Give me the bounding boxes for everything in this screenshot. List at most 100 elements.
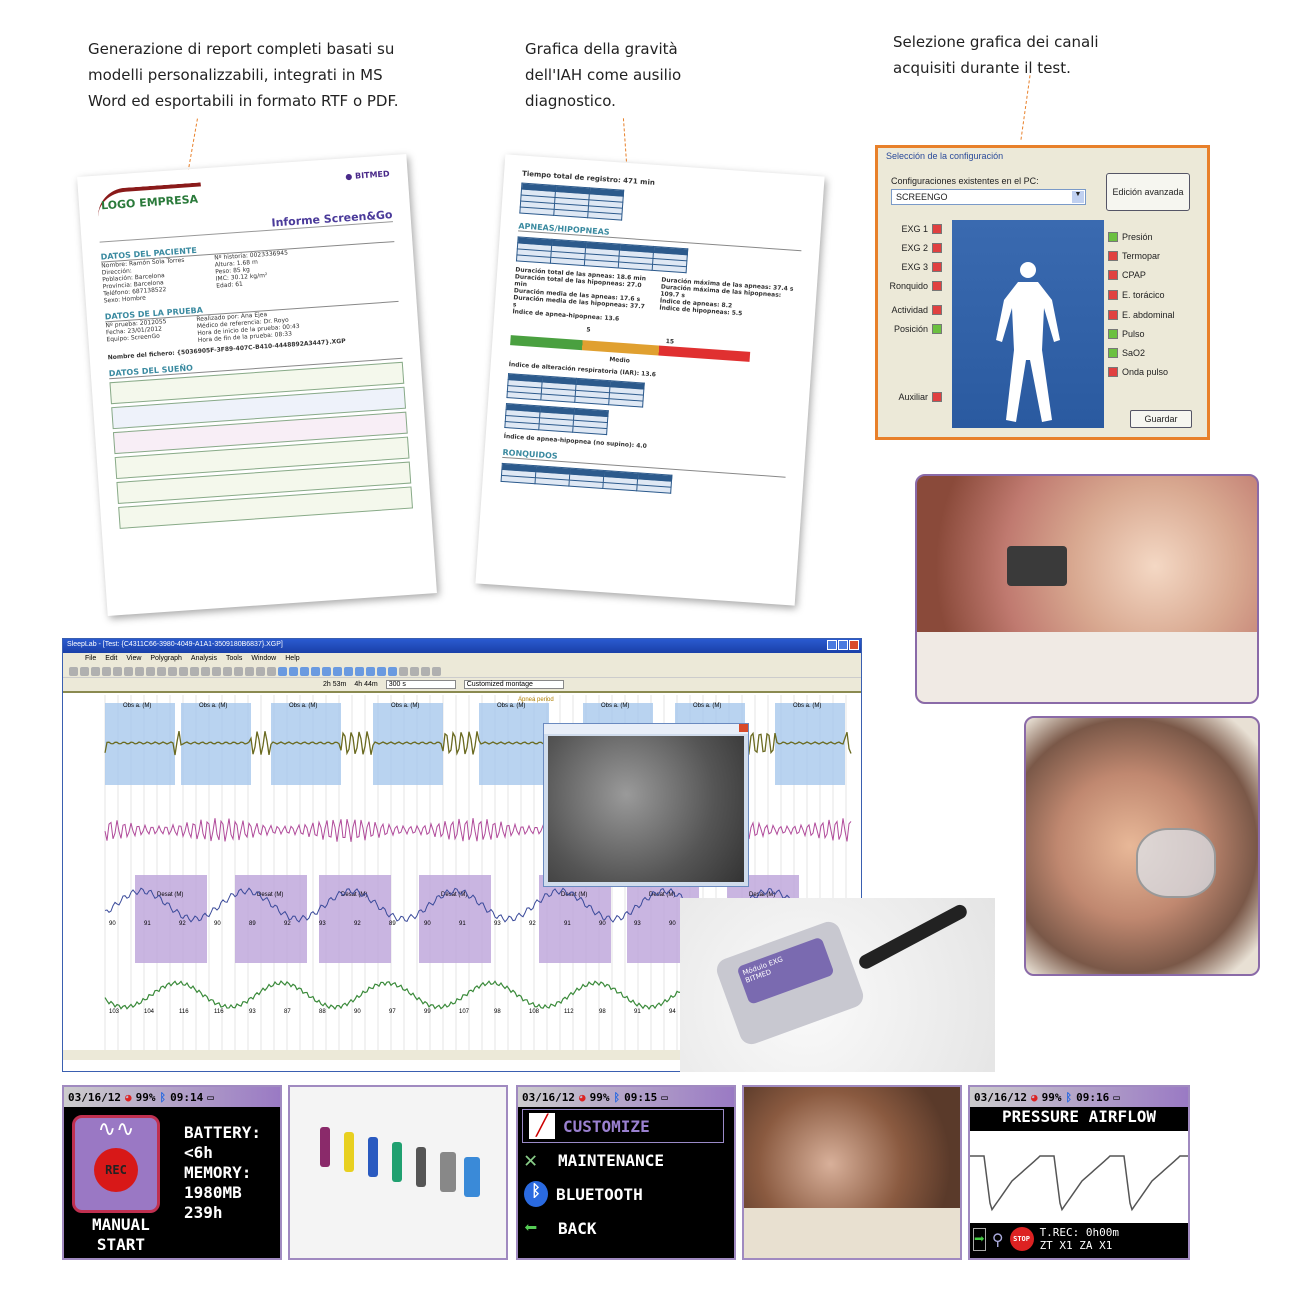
toolbar-button[interactable] — [377, 667, 386, 676]
toggle-indicator[interactable] — [932, 243, 942, 253]
channel-exg-3[interactable]: EXG 3 — [901, 262, 942, 272]
toolbar-button[interactable] — [113, 667, 122, 676]
toggle-indicator[interactable] — [1108, 251, 1118, 261]
channel-termopar[interactable]: Termopar — [1108, 251, 1160, 261]
toggle-indicator[interactable] — [1108, 232, 1118, 242]
toolbar-button[interactable] — [355, 667, 364, 676]
toolbar-button[interactable] — [80, 667, 89, 676]
toolbar-button[interactable] — [190, 667, 199, 676]
menu-item[interactable]: View — [126, 655, 142, 662]
toggle-indicator[interactable] — [932, 281, 942, 291]
toolbar-button[interactable] — [124, 667, 133, 676]
desaturation-event[interactable] — [419, 875, 491, 963]
montage-select[interactable]: Customized montage — [463, 680, 564, 689]
desaturation-event[interactable] — [319, 875, 391, 963]
apnea-event[interactable] — [373, 703, 443, 785]
toolbar-button[interactable] — [168, 667, 177, 676]
manual-start-button[interactable]: ∿∿ REC — [72, 1115, 160, 1213]
minimize-button[interactable] — [827, 640, 837, 650]
close-button[interactable] — [849, 640, 859, 650]
channel-e-abdominal[interactable]: E. abdominal — [1108, 310, 1175, 320]
toolbar-button[interactable] — [322, 667, 331, 676]
menu-item-customize[interactable]: ╱CUSTOMIZE — [522, 1109, 724, 1143]
desaturation-event[interactable] — [539, 875, 611, 963]
toggle-indicator[interactable] — [1108, 367, 1118, 377]
apnea-event[interactable] — [271, 703, 341, 785]
toggle-indicator[interactable] — [1108, 310, 1118, 320]
channel-exg-1[interactable]: EXG 1 — [901, 224, 942, 234]
toggle-indicator[interactable] — [932, 224, 942, 234]
channel-actividad[interactable]: Actividad — [891, 305, 942, 315]
toggle-indicator[interactable] — [932, 305, 942, 315]
toolbar-button[interactable] — [421, 667, 430, 676]
channel-posici-n[interactable]: Posición — [894, 324, 942, 334]
toolbar-button[interactable] — [344, 667, 353, 676]
stop-button[interactable]: STOP — [1009, 1227, 1034, 1251]
arrow-right-button[interactable]: ➡ — [973, 1227, 986, 1251]
toggle-indicator[interactable] — [932, 262, 942, 272]
toolbar-button[interactable] — [366, 667, 375, 676]
toolbar-button[interactable] — [135, 667, 144, 676]
toolbar-button[interactable] — [399, 667, 408, 676]
menu-item[interactable]: Polygraph — [150, 655, 182, 662]
toolbar-button[interactable] — [410, 667, 419, 676]
toggle-indicator[interactable] — [1108, 329, 1118, 339]
maximize-button[interactable] — [838, 640, 848, 650]
battery-percent: 99% — [1041, 1090, 1062, 1104]
toggle-indicator[interactable] — [1108, 290, 1118, 300]
save-button[interactable]: Guardar — [1130, 410, 1192, 428]
toolbar-button[interactable] — [234, 667, 243, 676]
channel-e-tor-cico[interactable]: E. torácico — [1108, 290, 1165, 300]
config-select[interactable]: SCREENGO▼ — [891, 189, 1086, 205]
toggle-indicator[interactable] — [932, 324, 942, 334]
toolbar-button[interactable] — [245, 667, 254, 676]
channel-presi-n[interactable]: Presión — [1108, 232, 1153, 242]
toolbar-button[interactable] — [256, 667, 265, 676]
channel-onda-pulso[interactable]: Onda pulso — [1108, 367, 1168, 377]
channel-sao2[interactable]: SaO2 — [1108, 348, 1145, 358]
toggle-indicator[interactable] — [1108, 348, 1118, 358]
toolbar-button[interactable] — [223, 667, 232, 676]
toolbar-button[interactable] — [432, 667, 441, 676]
menu-item[interactable]: Analysis — [190, 655, 217, 662]
toolbar-button[interactable] — [388, 667, 397, 676]
toolbar-button[interactable] — [311, 667, 320, 676]
toolbar-button[interactable] — [278, 667, 287, 676]
timeline-scrollbar[interactable] — [63, 1050, 861, 1060]
chevron-down-icon[interactable]: ▼ — [1072, 191, 1084, 203]
toolbar-button[interactable] — [91, 667, 100, 676]
toolbar-button[interactable] — [179, 667, 188, 676]
toolbar-button[interactable] — [69, 667, 78, 676]
menu-item[interactable]: Edit — [105, 655, 118, 662]
toolbar-button[interactable] — [102, 667, 111, 676]
toggle-indicator[interactable] — [1108, 270, 1118, 280]
menu-item-back[interactable]: ⬅BACK — [518, 1211, 734, 1245]
toolbar-button[interactable] — [146, 667, 155, 676]
channel-exg-2[interactable]: EXG 2 — [901, 243, 942, 253]
channel-pulso[interactable]: Pulso — [1108, 329, 1145, 339]
toolbar-button[interactable] — [300, 667, 309, 676]
menu-item-maintenance[interactable]: ✕MAINTENANCE — [518, 1143, 734, 1177]
advanced-edit-button[interactable]: Edición avanzada — [1106, 173, 1190, 211]
toolbar-button[interactable] — [157, 667, 166, 676]
menu-item[interactable]: File — [85, 655, 97, 662]
menu-item[interactable]: Help — [285, 655, 300, 662]
toolbar-button[interactable] — [201, 667, 210, 676]
channel-auxiliar[interactable]: Auxiliar — [898, 392, 942, 402]
menu-item[interactable]: Window — [251, 655, 277, 662]
video-close-button[interactable] — [739, 724, 748, 732]
window-size-select[interactable]: 300 s — [385, 680, 456, 689]
apnea-event[interactable] — [105, 703, 175, 785]
menu-item[interactable]: Tools — [226, 655, 243, 662]
toolbar-button[interactable] — [267, 667, 276, 676]
channel-ronquido[interactable]: Ronquido — [889, 281, 942, 291]
channel-cpap[interactable]: CPAP — [1108, 270, 1146, 280]
toolbar-button[interactable] — [333, 667, 342, 676]
zoom-icon[interactable]: ⚲ — [991, 1229, 1004, 1249]
toggle-indicator[interactable] — [932, 392, 942, 402]
toolbar-button[interactable] — [289, 667, 298, 676]
desaturation-event[interactable] — [135, 875, 207, 963]
desaturation-event[interactable] — [235, 875, 307, 963]
toolbar-button[interactable] — [212, 667, 221, 676]
